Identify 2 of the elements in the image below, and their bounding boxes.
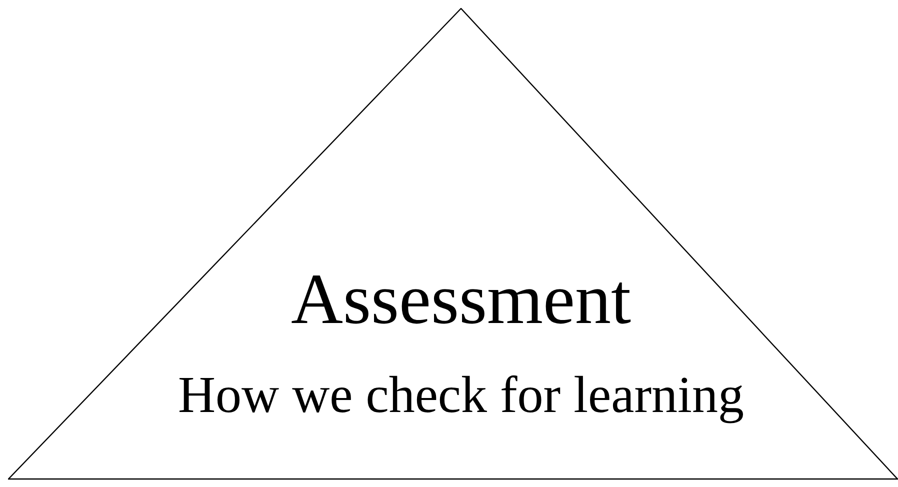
triangle-subtitle: How we check for learning [178,367,744,424]
triangle-heading: Assessment [291,259,631,339]
